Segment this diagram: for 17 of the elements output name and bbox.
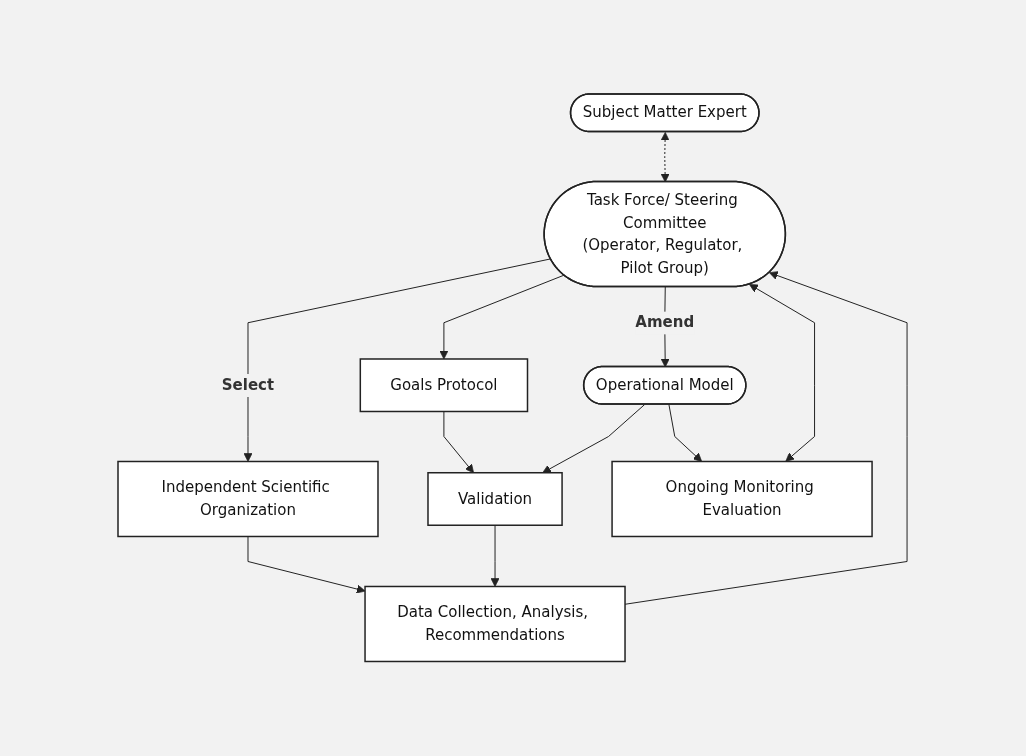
edge-label: Amend xyxy=(635,313,695,332)
edge-label: Select xyxy=(222,376,275,395)
node-box: Goals Protocol xyxy=(360,358,529,413)
arrow xyxy=(491,525,500,588)
arrow xyxy=(668,404,703,463)
arrow xyxy=(625,271,909,605)
arrow xyxy=(661,132,670,183)
node-box: Independent Scientific Organization xyxy=(117,461,380,538)
arrow xyxy=(443,411,475,474)
arrow xyxy=(244,258,552,463)
node-box: Validation xyxy=(427,472,564,527)
arrow xyxy=(542,404,646,474)
arrow xyxy=(749,284,816,462)
node-box: Data Collection, Analysis, Recommendations xyxy=(364,586,627,663)
arrow xyxy=(439,274,565,360)
node-box: Ongoing Monitoring Evaluation xyxy=(611,461,874,538)
arrow xyxy=(247,536,366,594)
